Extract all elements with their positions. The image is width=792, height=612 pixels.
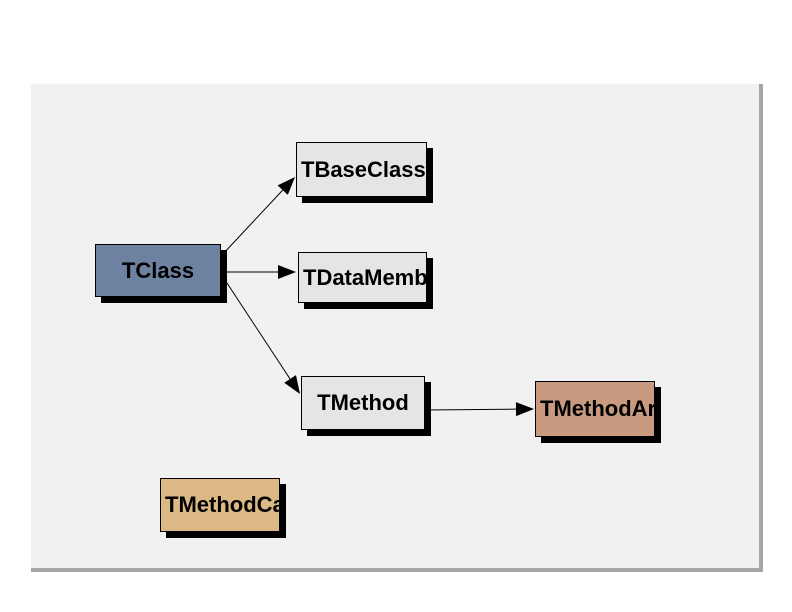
- node-tclass[interactable]: TClass: [95, 244, 221, 297]
- node-label: TMethodCall: [165, 492, 279, 517]
- node-tbaseclass[interactable]: TBaseClass: [296, 142, 427, 197]
- node-tmethodarg[interactable]: TMethodArg: [535, 381, 655, 437]
- node-label: TClass: [121, 257, 195, 283]
- node-tmethodcall[interactable]: TMethodCall: [160, 478, 280, 532]
- node-label: TMethodArg: [540, 396, 654, 421]
- node-label: TDataMember: [303, 264, 427, 290]
- node-tdatamember[interactable]: TDataMember: [298, 252, 427, 303]
- node-label: TMethod: [317, 390, 409, 415]
- node-tmethod[interactable]: TMethod: [301, 376, 425, 430]
- node-label: TBaseClass: [301, 156, 426, 182]
